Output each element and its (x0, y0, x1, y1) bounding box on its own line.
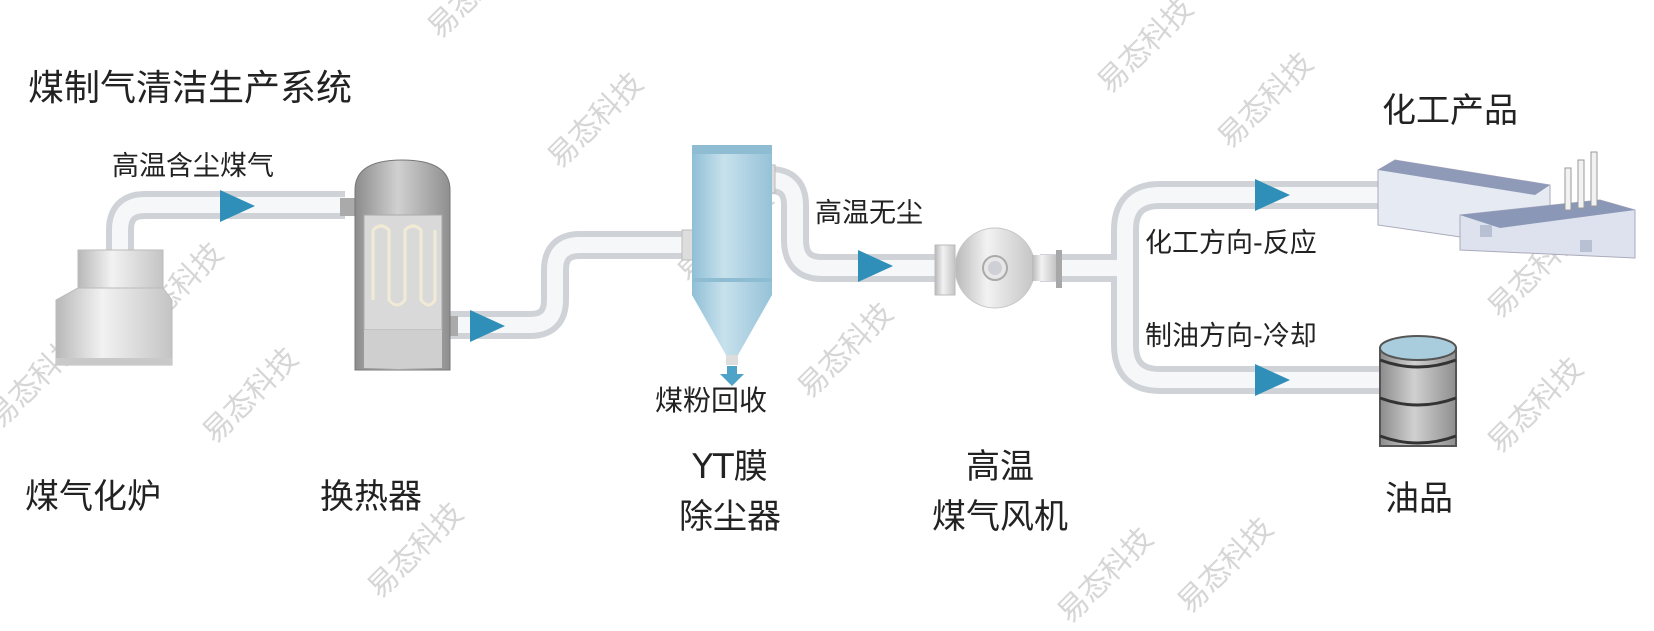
pipe-exchanger-to-filter (445, 231, 695, 339)
label-oil-products: 油品 (1385, 479, 1453, 519)
watermark: 易态科技 (1481, 351, 1591, 461)
heat-exchanger-icon (340, 159, 458, 371)
gasifier-icon (55, 249, 173, 366)
yt-filter-icon (681, 145, 776, 386)
arrow-down-icon (720, 366, 744, 386)
diagram-title: 煤制气清洁生产系统 (28, 68, 352, 109)
label-chemical-products: 化工产品 (1382, 91, 1518, 131)
label-yt-filter-line2: 除尘器 (679, 497, 781, 537)
label-chemical-direction: 化工方向-反应 (1145, 228, 1317, 259)
blower-icon (934, 227, 1062, 309)
watermark: 易态科技 (1051, 521, 1161, 631)
watermark: 易态科技 (1211, 46, 1321, 156)
label-oil-direction: 制油方向-冷却 (1145, 321, 1317, 352)
oil-drum-icon (1379, 335, 1457, 447)
label-heat-exchanger: 换热器 (320, 477, 422, 517)
pipe-branch (1111, 181, 1385, 394)
flow-arrows (220, 179, 1290, 396)
flow-arrow-icon (470, 310, 505, 342)
watermark: 易态科技 (541, 66, 651, 176)
watermark: 易态科技 (421, 0, 531, 46)
factory-icon (1377, 151, 1636, 259)
flow-arrow-icon (220, 190, 255, 222)
flow-arrow-icon (1255, 179, 1290, 211)
label-blower-line1: 高温 (966, 447, 1034, 487)
watermark: 易态科技 (791, 296, 901, 406)
watermark: 易态科技 (196, 341, 306, 451)
label-yt-filter-line1: YT膜 (691, 447, 768, 487)
label-coal-powder-recovery: 煤粉回收 (655, 384, 767, 417)
label-gasifier: 煤气化炉 (25, 477, 161, 517)
label-dusty-gas: 高温含尘煤气 (112, 151, 274, 182)
pipes (106, 166, 1385, 394)
label-blower-line2: 煤气风机 (932, 497, 1068, 537)
label-dust-free: 高温无尘 (815, 198, 923, 229)
watermark: 易态科技 (1171, 511, 1281, 621)
flow-arrow-icon (858, 250, 893, 282)
watermark: 易态科技 (1091, 0, 1201, 101)
flow-arrow-icon (1255, 364, 1290, 396)
